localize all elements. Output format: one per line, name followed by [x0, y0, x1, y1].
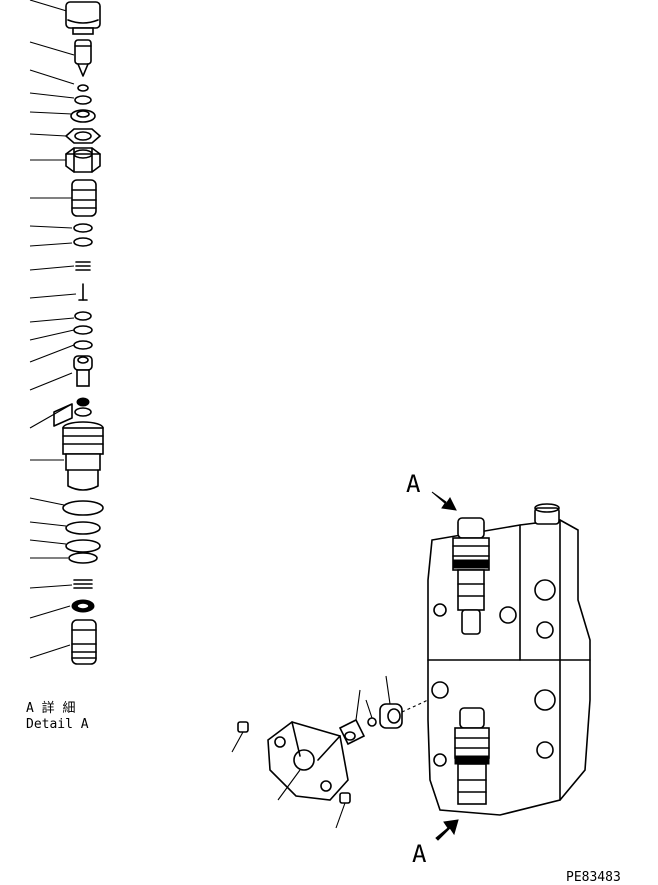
collar — [379, 675, 403, 729]
o-ring — [74, 311, 92, 321]
seal-ring — [76, 397, 90, 407]
view-arrow-top: A — [406, 470, 457, 511]
detail-label-en: Detail A — [26, 717, 89, 732]
spring — [73, 579, 93, 589]
detail-a-exploded-stack: A 詳 細 Detail A — [26, 0, 104, 732]
valve-body — [62, 421, 104, 491]
large-o-ring — [65, 539, 101, 553]
o-ring — [77, 84, 89, 92]
o-ring — [73, 223, 93, 233]
view-marker-bottom: A — [412, 840, 427, 868]
side-cover — [267, 721, 349, 801]
port-hole — [534, 579, 556, 601]
o-ring — [74, 95, 92, 105]
leader-lines — [29, 0, 77, 659]
poppet — [74, 39, 92, 77]
sleeve — [71, 179, 97, 217]
port-hole — [433, 603, 447, 617]
washer — [64, 128, 102, 144]
o-ring — [74, 407, 92, 417]
detail-label-ja: A 詳 細 — [26, 700, 75, 716]
port-hole — [499, 606, 517, 624]
callout-flag — [53, 403, 73, 427]
relief-valve-upper — [452, 517, 490, 635]
cap-plug — [65, 1, 101, 35]
bottom-sleeve — [71, 619, 97, 665]
view-arrow-bottom: A — [412, 819, 459, 868]
block-bolt — [534, 503, 560, 525]
large-o-ring — [62, 500, 104, 516]
port-hole — [534, 689, 556, 711]
port-hole — [536, 741, 554, 759]
port-hole — [433, 753, 447, 767]
o-ring — [73, 237, 93, 247]
piston — [73, 355, 93, 387]
o-ring — [73, 325, 93, 335]
plug — [338, 689, 366, 746]
lock-nut — [70, 109, 96, 123]
control-valve-block: A A — [231, 470, 591, 868]
port-hole — [431, 681, 449, 699]
o-ring — [367, 717, 377, 727]
mounting-bolt — [335, 792, 351, 829]
port-hole — [536, 621, 554, 639]
mounting-bolt — [231, 721, 249, 753]
o-ring — [73, 340, 93, 350]
view-marker-top: A — [406, 470, 421, 498]
hex-nut — [65, 147, 101, 173]
drawing-code: PE83483 — [566, 870, 621, 885]
retainer-ring — [71, 599, 95, 613]
spring — [75, 261, 91, 271]
large-o-ring — [65, 521, 101, 535]
pin — [78, 283, 88, 301]
relief-valve-lower — [454, 707, 490, 805]
backup-ring — [68, 552, 98, 564]
